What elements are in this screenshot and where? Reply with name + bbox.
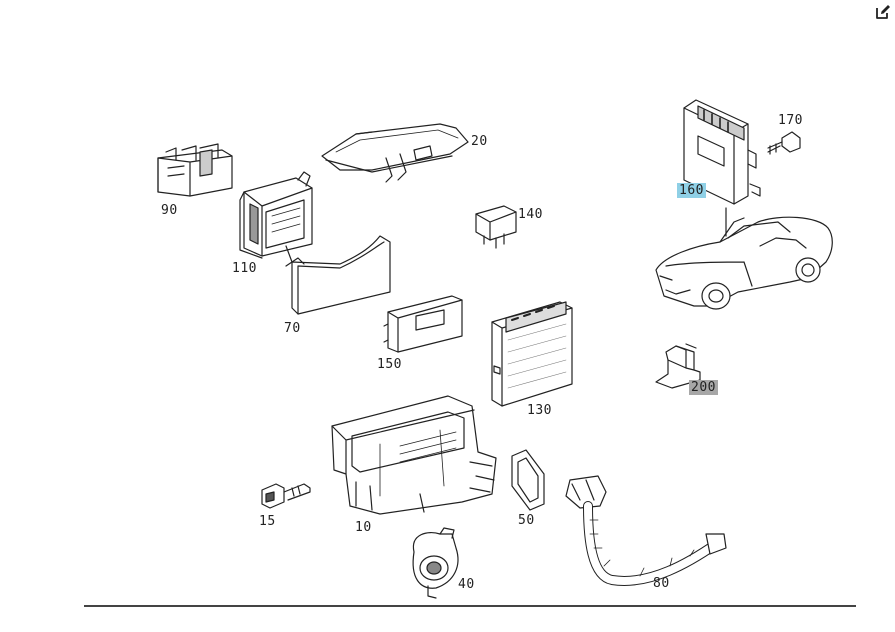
part-140-drawing — [475, 205, 517, 249]
label-part-80[interactable]: 80 — [653, 576, 670, 591]
label-part-70[interactable]: 70 — [284, 321, 301, 336]
label-part-140[interactable]: 140 — [518, 207, 543, 222]
part-130-drawing — [491, 301, 573, 407]
label-part-160[interactable]: 160 — [677, 183, 706, 198]
part-50-drawing — [511, 449, 545, 511]
label-part-15[interactable]: 15 — [259, 514, 276, 529]
label-part-150[interactable]: 150 — [377, 357, 402, 372]
vehicle-drawing — [655, 216, 833, 310]
label-part-200[interactable]: 200 — [689, 380, 718, 395]
edit-icon — [876, 5, 890, 19]
label-part-170[interactable]: 170 — [778, 113, 803, 128]
part-70-drawing — [291, 235, 391, 315]
edit-button[interactable] — [875, 4, 891, 20]
part-150-drawing — [383, 295, 463, 353]
part-110-drawing — [239, 171, 313, 267]
label-part-90[interactable]: 90 — [161, 203, 178, 218]
part-160-drawing — [683, 99, 761, 237]
label-part-10[interactable]: 10 — [355, 520, 372, 535]
part-90-drawing — [157, 143, 233, 197]
part-170-drawing — [767, 131, 801, 155]
label-part-50[interactable]: 50 — [518, 513, 535, 528]
part-15-drawing — [261, 483, 311, 509]
label-part-130[interactable]: 130 — [527, 403, 552, 418]
part-80-drawing — [565, 475, 727, 586]
part-40-drawing — [412, 527, 459, 599]
label-part-40[interactable]: 40 — [458, 577, 475, 592]
label-part-20[interactable]: 20 — [471, 134, 488, 149]
part-10-drawing — [331, 395, 497, 515]
part-20-drawing — [321, 123, 469, 183]
label-part-110[interactable]: 110 — [232, 261, 257, 276]
bottom-divider — [84, 605, 856, 607]
